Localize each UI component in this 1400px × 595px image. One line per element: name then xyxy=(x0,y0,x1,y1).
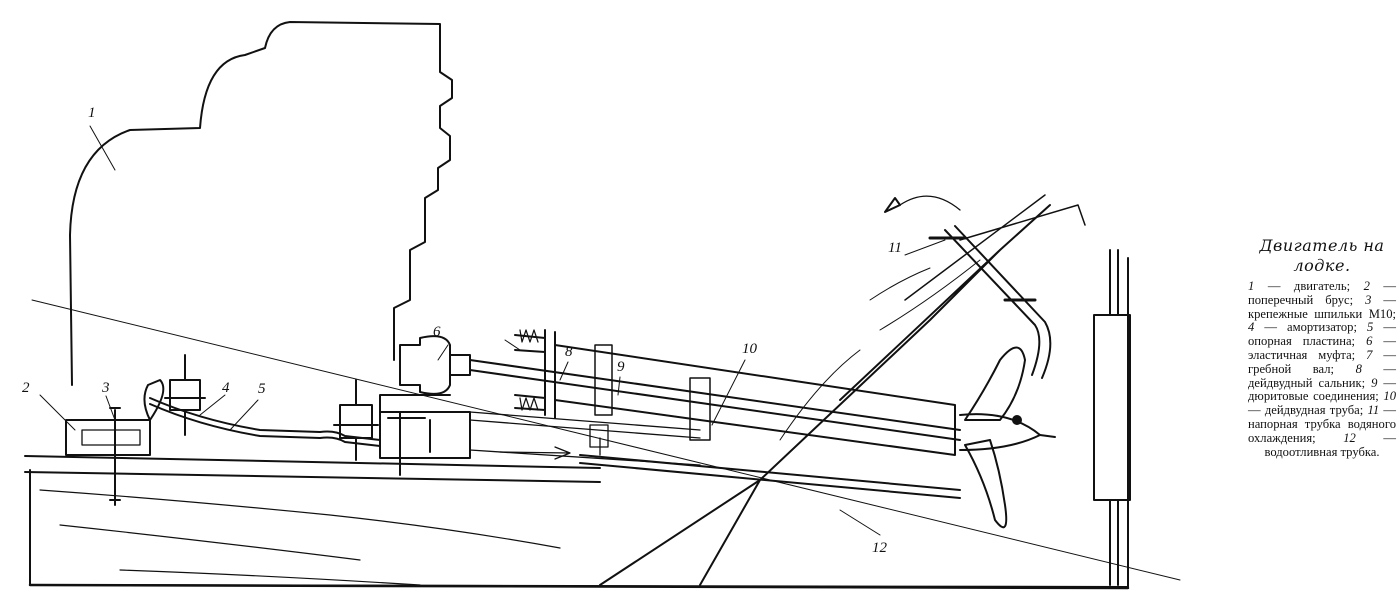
cross-bar xyxy=(65,419,151,456)
engine-installation-drawing: 1 2 3 4 5 6 7 8 9 10 11 12 xyxy=(22,0,1181,590)
caption-title-line2: лодке. xyxy=(1293,256,1351,275)
legend-number: 6 xyxy=(1366,334,1373,349)
legend-number: 11 xyxy=(1367,403,1380,418)
legend-number: 9 xyxy=(1371,375,1378,390)
callout-5: 5 xyxy=(258,381,266,397)
legend-text: — опорная пластина; xyxy=(1248,320,1396,349)
legend-text: — гребной вал; xyxy=(1248,347,1396,376)
callout-3: 3 xyxy=(101,380,110,396)
legend-text: — дейдвудный сальник; xyxy=(1248,361,1397,390)
legend-text: — двигатель; xyxy=(1254,279,1364,293)
legend-text: — амортизатор; xyxy=(1254,320,1368,335)
legend-text: — дейдвудная труба; xyxy=(1248,403,1368,418)
legend-number: 1 xyxy=(1248,279,1255,293)
legend-number: 3 xyxy=(1365,292,1372,307)
caption-title-line1: Двигатель на xyxy=(1259,236,1385,255)
callout-1: 1 xyxy=(88,105,96,121)
legend-text: — дюритовые соединения; xyxy=(1248,375,1396,404)
callout-6: 6 xyxy=(433,324,441,340)
elastic-coupling xyxy=(399,335,451,395)
propeller-shaft xyxy=(469,359,961,441)
callout-10: 10 xyxy=(742,341,758,357)
legend-number: 12 xyxy=(1343,430,1356,445)
legend-number: 10 xyxy=(1383,389,1396,404)
legend: 1 — двигатель; 2 — поперечный брус; 3 — … xyxy=(1248,279,1397,459)
engine-outline xyxy=(69,21,453,386)
legend-text: — эластичная муфта; xyxy=(1248,334,1396,362)
transom xyxy=(599,204,1051,586)
callout-7: 7 xyxy=(508,0,517,4)
caption-title: Двигатель на лодке. xyxy=(1248,236,1396,276)
legend-number: 2 xyxy=(1363,279,1370,293)
legend-text: — водоотливная трубка. xyxy=(1264,430,1396,459)
callout-4: 4 xyxy=(222,380,230,396)
support-plate xyxy=(149,397,381,447)
cooling-pipe xyxy=(944,225,1052,379)
figure-caption: Двигатель на лодке. 1 — двигатель; 2 — п… xyxy=(1248,236,1396,459)
shock-absorber-left xyxy=(164,354,206,436)
legend-number: 5 xyxy=(1367,320,1374,335)
legend-text: — крепежные шпильки М10; xyxy=(1248,292,1397,321)
callout-2: 2 xyxy=(22,380,30,396)
legend-number: 4 xyxy=(1248,320,1255,335)
legend-number: 8 xyxy=(1355,361,1362,376)
callout-8: 8 xyxy=(565,344,573,360)
legend-number: 7 xyxy=(1366,347,1373,362)
callout-9: 9 xyxy=(617,359,625,375)
side-tank xyxy=(1093,249,1131,586)
hull-bottom xyxy=(24,455,601,483)
legend-text: — поперечный брус; xyxy=(1248,279,1396,307)
stern-tube xyxy=(554,344,956,456)
propeller xyxy=(964,346,1026,529)
legend-text: — напорная трубка водяного охлаждения; xyxy=(1248,403,1396,445)
callout-12: 12 xyxy=(872,540,888,556)
shock-absorber-right xyxy=(333,379,379,461)
callout-11: 11 xyxy=(888,240,902,256)
